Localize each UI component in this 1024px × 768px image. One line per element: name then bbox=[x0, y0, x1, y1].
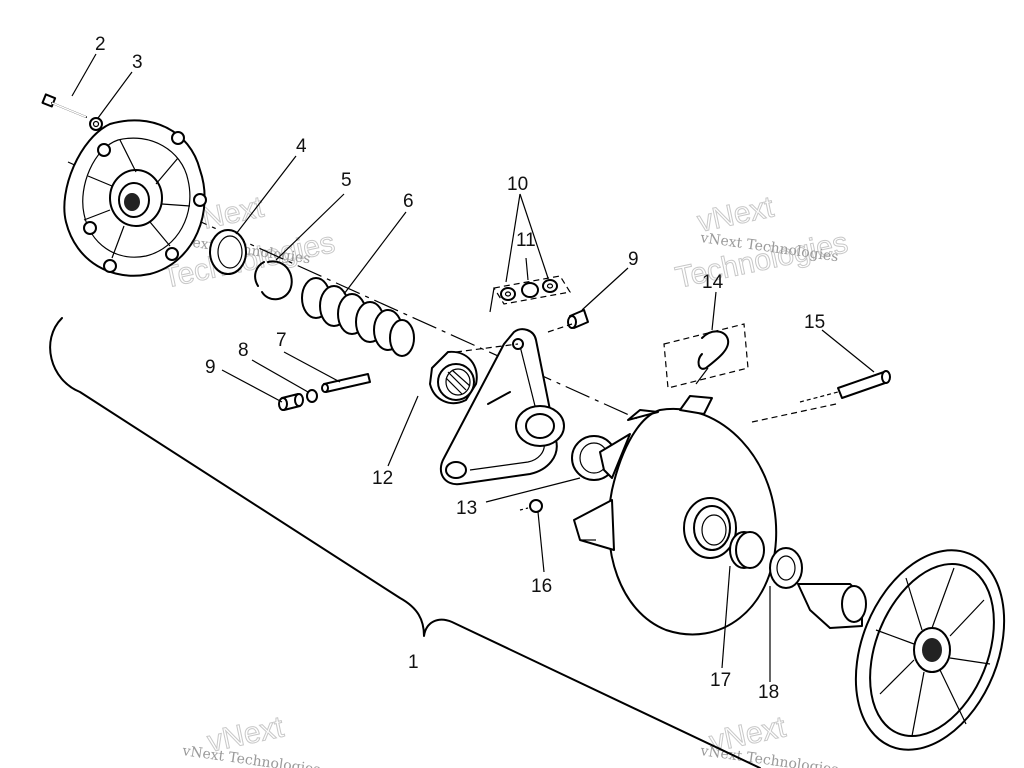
callout-13: 13 bbox=[456, 498, 477, 519]
callout-4: 4 bbox=[296, 136, 307, 157]
part-nut bbox=[89, 117, 103, 131]
part-roller-left bbox=[278, 393, 304, 411]
callout-3: 3 bbox=[132, 52, 143, 73]
callout-8: 8 bbox=[238, 340, 249, 361]
part-cover-bushing bbox=[209, 229, 247, 275]
part-spider-nut bbox=[519, 499, 543, 513]
part-bolt bbox=[41, 93, 87, 118]
callout-labels: 1 2 3 4 5 6 7 8 9 9 10 11 12 13 14 15 16… bbox=[95, 34, 825, 703]
callout-9-left: 9 bbox=[205, 357, 216, 378]
part-fixed-sheave bbox=[797, 549, 1006, 751]
callout-5: 5 bbox=[341, 170, 352, 191]
callout-17: 17 bbox=[710, 670, 731, 691]
watermark-bottom-left: vNext vNext Technologies bbox=[180, 710, 321, 768]
part-shim-group bbox=[489, 275, 571, 313]
part-clip-group bbox=[663, 323, 749, 389]
callout-16: 16 bbox=[531, 576, 552, 597]
part-roller-right bbox=[567, 309, 589, 329]
part-split-ring bbox=[254, 260, 293, 301]
part-cover bbox=[63, 119, 207, 277]
watermark-right: vNext Technologies vNext Technologies bbox=[672, 190, 851, 295]
part-spider-arm bbox=[439, 328, 565, 486]
callout-15: 15 bbox=[804, 312, 825, 333]
callout-6: 6 bbox=[403, 191, 414, 212]
callout-2: 2 bbox=[95, 34, 106, 55]
watermark-bottom-right: vNext vNext Technologies bbox=[698, 710, 839, 768]
callout-18: 18 bbox=[758, 682, 779, 703]
part-sheave-bushing bbox=[729, 531, 765, 569]
leader-lines bbox=[71, 53, 875, 682]
callout-14: 14 bbox=[702, 272, 724, 293]
part-washer bbox=[306, 389, 318, 403]
part-sheave-seal bbox=[769, 547, 803, 589]
part-moveable-sheave bbox=[573, 395, 778, 636]
callout-7: 7 bbox=[276, 330, 287, 351]
part-pin bbox=[321, 373, 371, 393]
part-spring bbox=[301, 277, 415, 357]
callout-11: 11 bbox=[516, 230, 536, 251]
part-bearing bbox=[429, 350, 478, 405]
callout-10: 10 bbox=[507, 174, 528, 195]
callout-9-right: 9 bbox=[628, 249, 639, 270]
assembly-brace bbox=[49, 317, 761, 768]
part-shaft-pin bbox=[799, 370, 891, 403]
callout-1: 1 bbox=[408, 652, 419, 673]
callout-12: 12 bbox=[372, 468, 393, 489]
